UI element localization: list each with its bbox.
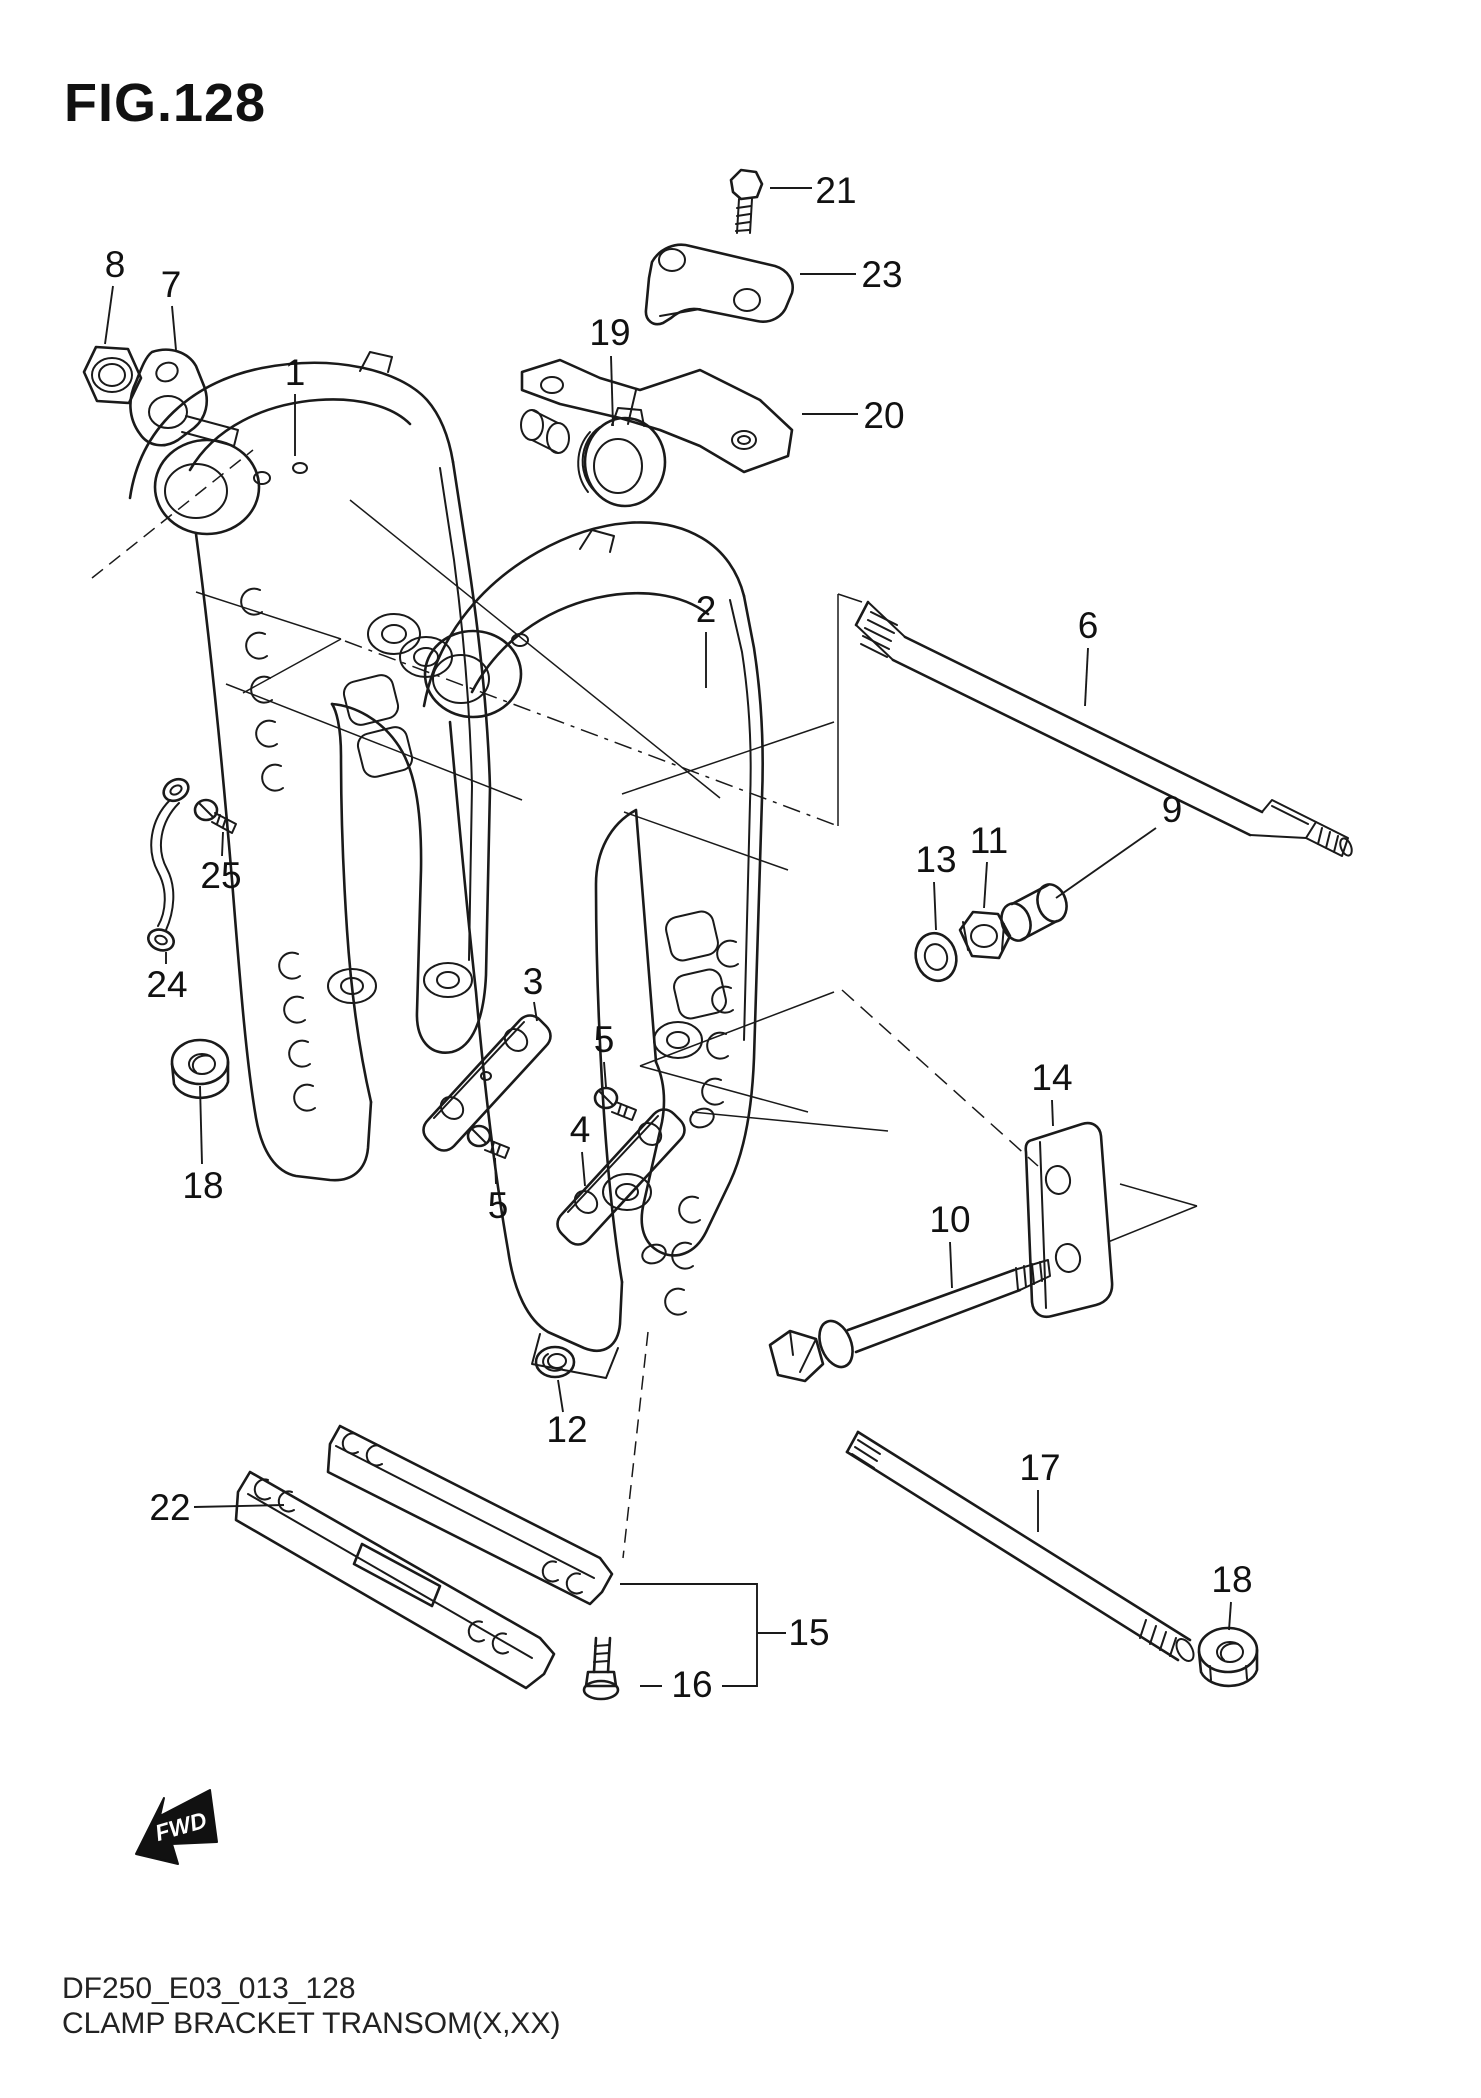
- screw-plate-b-drawing: [466, 1124, 510, 1159]
- callout-17: 17: [1019, 1447, 1060, 1488]
- nut-anode-drawing: [82, 345, 143, 405]
- drawing-code: DF250_E03_013_128: [62, 1972, 356, 2005]
- bracket2-hole-marks: [664, 939, 739, 1316]
- ground-cable-drawing: [147, 777, 190, 952]
- transom-pad-set-drawing: [326, 1424, 614, 1606]
- callout-24: 24: [146, 964, 187, 1005]
- construction-lines: [91, 449, 1198, 1559]
- washer-small-drawing: [534, 1345, 576, 1379]
- callout-7: 7: [161, 264, 182, 305]
- cover-bracket-drawing: [644, 243, 794, 326]
- bolt-long-drawing: [768, 1259, 1051, 1383]
- spacer-bushing-drawing: [1000, 883, 1068, 942]
- callout-9: 9: [1162, 789, 1183, 830]
- callout-18-left: 18: [182, 1165, 223, 1206]
- plate-lower-drawing: [556, 1108, 686, 1246]
- callout-15: 15: [788, 1612, 829, 1653]
- callout-23: 23: [861, 254, 902, 295]
- callout-10: 10: [929, 1199, 970, 1240]
- callout-12: 12: [546, 1409, 587, 1450]
- through-shaft-drawing: [845, 1430, 1195, 1662]
- callout-14: 14: [1031, 1057, 1072, 1098]
- callout-5a: 5: [594, 1019, 615, 1060]
- screw-cable-drawing: [193, 798, 237, 834]
- transom-pad-drawing: [234, 1470, 556, 1690]
- flange-nut-left-drawing: [170, 1038, 230, 1100]
- bracket-plate-drawing: [1024, 1121, 1114, 1319]
- callout-6: 6: [1078, 605, 1099, 646]
- clamp-bracket-port-drawing: [128, 351, 570, 1182]
- callout-5b: 5: [488, 1185, 509, 1226]
- leader-lines: [104, 187, 1232, 1687]
- callout-25: 25: [200, 855, 241, 896]
- callout-8: 8: [105, 244, 126, 285]
- washer-shaft-drawing: [914, 931, 958, 983]
- screw-plate-a-drawing: [593, 1086, 637, 1121]
- callout-13: 13: [915, 839, 956, 880]
- clamp-ring-drawing: [577, 407, 667, 508]
- figure-caption: CLAMP BRACKET TRANSOM(X,XX): [62, 2006, 561, 2040]
- callout-21: 21: [815, 170, 856, 211]
- figure-footer: DF250_E03_013_128 CLAMP BRACKET TRANSOM(…: [62, 1972, 560, 2041]
- fwd-arrow: FWD: [135, 1789, 218, 1865]
- lever-plate-drawing: [520, 358, 794, 474]
- tilt-shaft-drawing: [854, 600, 1353, 857]
- callout-labels: 1 2 3 4 5 5 6 7 8 9 10 11 12 13 14 15 16…: [105, 170, 1253, 1705]
- clamp-bracket-starboard-drawing: [422, 521, 765, 1379]
- anode-washer-drawing: [129, 348, 239, 447]
- callout-16: 16: [671, 1664, 712, 1705]
- callout-4: 4: [570, 1109, 591, 1150]
- figure-title: FIG.128: [64, 73, 267, 133]
- callout-3: 3: [523, 961, 544, 1002]
- callout-20: 20: [863, 395, 904, 436]
- callout-18-right: 18: [1211, 1559, 1252, 1600]
- bracket1-hole-marks: [240, 587, 316, 1112]
- callout-2: 2: [696, 589, 717, 630]
- callout-1: 1: [285, 352, 306, 393]
- flange-nut-right-drawing: [1197, 1626, 1259, 1688]
- plate-upper-drawing: [422, 1014, 552, 1152]
- callout-19: 19: [589, 312, 630, 353]
- bolt-cover-drawing: [729, 168, 764, 234]
- callout-11: 11: [970, 820, 1008, 861]
- callout-22: 22: [149, 1487, 190, 1528]
- bolt-pad-drawing: [582, 1636, 620, 1701]
